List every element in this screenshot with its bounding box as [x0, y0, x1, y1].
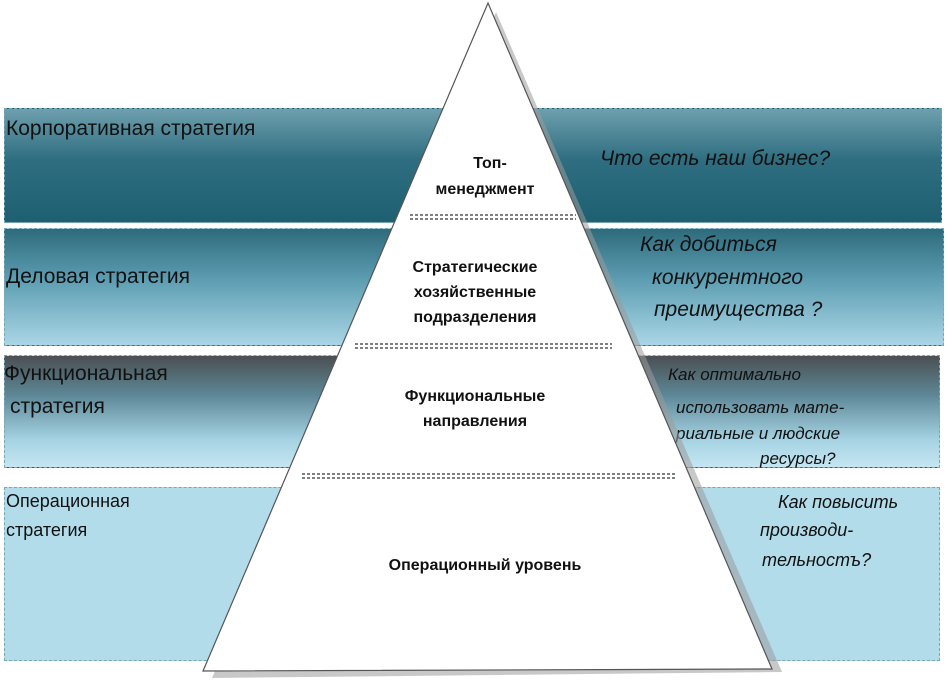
sbu-label-line1: Стратегические — [412, 259, 538, 276]
operational-question-line1: Как повысить — [778, 492, 899, 512]
operational-question-line2: производи- — [760, 520, 854, 540]
level-divider-1 — [410, 214, 576, 220]
business-question-line1: Как добиться — [640, 233, 777, 256]
functional-strategy-label-line1: Функциональная — [4, 362, 168, 385]
operational-level-label: Операционный уровень — [388, 557, 582, 574]
sbu-label-line3: подразделения — [413, 309, 537, 326]
level-divider-2 — [355, 343, 612, 349]
pyramid-body — [202, 1, 773, 672]
functional-strategy-label-line2: стратегия — [10, 395, 105, 418]
corporate-strategy-label: Корпоративная стратегия — [6, 117, 256, 140]
business-strategy-label: Деловая стратегия — [6, 265, 191, 288]
level-divider-3 — [302, 473, 676, 479]
business-question-line3: преимущества ? — [654, 298, 823, 321]
top-management-label-line2: менеджмент — [435, 181, 535, 198]
operational-strategy-label-line2: стратегия — [6, 520, 88, 540]
operational-question-line3: тельностъ? — [762, 550, 872, 570]
operational-strategy-label-line1: Операционная — [6, 491, 130, 511]
corporate-question: Что есть наш бизнес? — [600, 147, 831, 170]
top-management-label-line1: Топ- — [473, 155, 507, 172]
functional-question-line2: использовать мате- — [676, 398, 845, 417]
functional-question-line4: ресурсы? — [760, 449, 836, 468]
functional-areas-label-line1: Функциональные — [404, 388, 546, 405]
business-question-line2: конкурентного — [652, 266, 804, 289]
functional-question-line3: риальные и людские — [676, 424, 841, 443]
sbu-label-line2: хозяйственные — [413, 284, 537, 301]
functional-areas-label-line2: направления — [422, 413, 528, 430]
functional-question-line1: Как оптимально — [668, 365, 801, 384]
